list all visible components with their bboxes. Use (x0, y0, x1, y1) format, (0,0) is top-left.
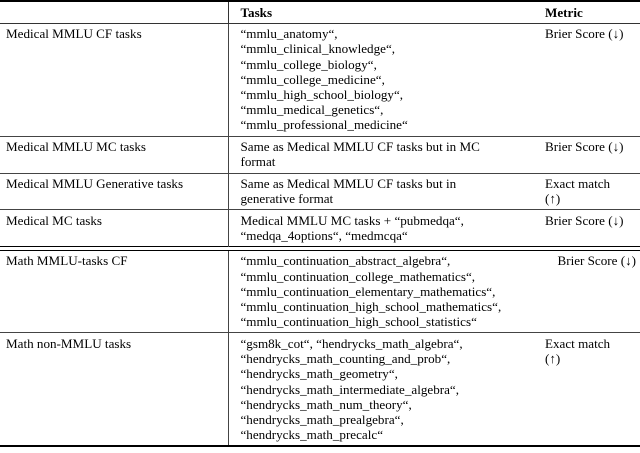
row-tasks: Same as Medical MMLU CF tasks but in gen… (227, 172, 537, 210)
task-name: “mmlu_anatomy“, (240, 26, 338, 42)
table-row: Medical MMLU MC tasks Same as Medical MM… (0, 135, 640, 174)
row-category: Math MMLU-tasks CF (6, 253, 128, 269)
row-category: Medical MMLU Generative tasks (0, 172, 228, 210)
task-name: “mmlu_college_medicine“, (240, 71, 385, 87)
task-name: “mmlu_college_biology“, (240, 56, 377, 72)
metric-direction-arrow: (↑) (545, 351, 561, 367)
row-tasks: Same as Medical MMLU CF tasks but in MC … (227, 135, 537, 174)
task-name: “mmlu_continuation_abstract_algebra“, (240, 253, 451, 269)
section-separator (0, 246, 640, 251)
metric-value: Brier Score (↓) (545, 26, 624, 42)
metric-value: Exact match (545, 176, 611, 192)
task-name: “mmlu_clinical_knowledge“, (240, 41, 396, 57)
task-description: format (240, 154, 276, 170)
task-name: “hendrycks_math_precalc“ (240, 427, 384, 443)
header-tasks: Tasks (227, 2, 537, 24)
table-row: Math MMLU-tasks CF Brier Score (↓) “mmlu… (0, 250, 640, 333)
task-description: Same as Medical MMLU CF tasks but in (240, 176, 457, 192)
table-header-row: Tasks Metric (0, 2, 640, 24)
row-tasks: “gsm8k_cot“, “hendrycks_math_algebra“, “… (227, 332, 537, 447)
task-name: “mmlu_medical_genetics“, (240, 102, 384, 118)
row-tasks: Brier Score (↓) “mmlu_continuation_abstr… (227, 250, 640, 333)
row-metric: Brier Score (↓) (537, 22, 640, 137)
metric-value: Exact match (545, 335, 611, 351)
task-name: “gsm8k_cot“, “hendrycks_math_algebra“, (240, 335, 463, 351)
metric-value: Brier Score (↓) (557, 253, 636, 269)
row-metric: Brier Score (↓) (537, 209, 640, 247)
metric-value: Brier Score (↓) (545, 212, 624, 228)
row-tasks: Medical MMLU MC tasks + “pubmedqa“, “med… (227, 209, 537, 247)
table-row: Medical MC tasks Medical MMLU MC tasks +… (0, 209, 640, 247)
task-description: generative format (240, 191, 334, 207)
row-metric: Exact match (↑) (537, 172, 640, 210)
task-name: “medqa_4options“, “medmcqa“ (240, 228, 408, 244)
task-name: “hendrycks_math_num_theory“, (240, 396, 412, 412)
task-name: “mmlu_professional_medicine“ (240, 117, 408, 133)
header-metric: Metric (537, 2, 640, 24)
metric-value: Brier Score (↓) (545, 139, 624, 155)
task-name: “mmlu_continuation_high_school_mathemati… (240, 299, 502, 315)
task-name: “hendrycks_math_intermediate_algebra“, (240, 381, 460, 397)
row-metric: Brier Score (↓) (537, 135, 640, 174)
task-name: “mmlu_continuation_high_school_statistic… (240, 314, 477, 330)
task-name: “hendrycks_math_counting_and_prob“, (240, 351, 451, 367)
task-name: “mmlu_high_school_biology“, (240, 87, 404, 103)
table-row: Medical MMLU CF tasks “mmlu_anatomy“, “m… (0, 22, 640, 137)
row-tasks: “mmlu_anatomy“, “mmlu_clinical_knowledge… (227, 22, 537, 137)
metric-direction-arrow: (↑) (545, 191, 561, 207)
row-category: Medical MC tasks (0, 209, 228, 247)
table-bottom-rule (0, 445, 640, 449)
task-name: “mmlu_continuation_elementary_mathematic… (240, 283, 496, 299)
table-row: Medical MMLU Generative tasks Same as Me… (0, 172, 640, 210)
task-name: “hendrycks_math_prealgebra“, (240, 411, 404, 427)
task-name: “hendrycks_math_geometry“, (240, 366, 398, 382)
row-category: Medical MMLU CF tasks (0, 22, 228, 137)
row-category: Medical MMLU MC tasks (0, 135, 228, 174)
header-category (0, 2, 228, 24)
task-name: “mmlu_continuation_college_mathematics“, (240, 268, 476, 284)
table-row: Math non-MMLU tasks “gsm8k_cot“, “hendry… (0, 332, 640, 447)
task-description: Same as Medical MMLU CF tasks but in MC (240, 139, 480, 155)
row-category: Math non-MMLU tasks (0, 332, 228, 447)
task-description: Medical MMLU MC tasks + “pubmedqa“, (240, 212, 464, 228)
row-metric: Exact match (↑) (537, 332, 640, 447)
